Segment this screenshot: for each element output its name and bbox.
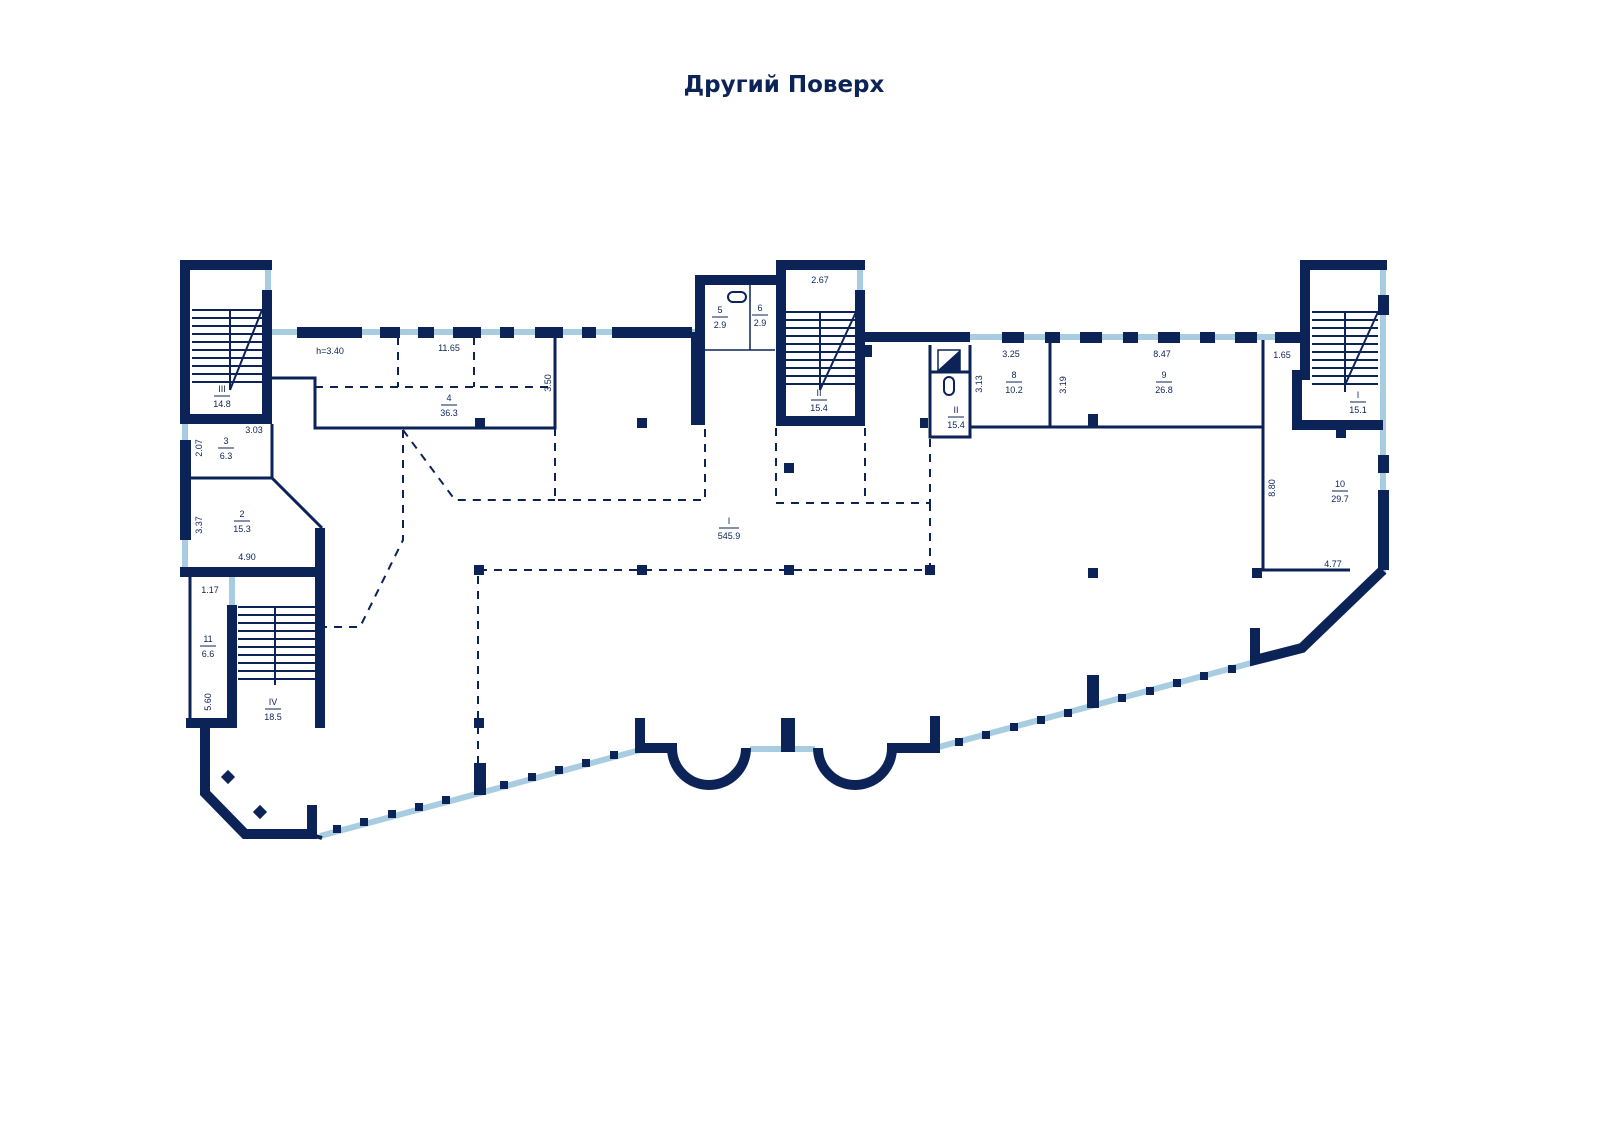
room-label-5: 52.9 xyxy=(712,305,728,330)
svg-text:18.5: 18.5 xyxy=(264,712,282,722)
svg-text:III: III xyxy=(218,384,226,394)
room-label-II-wc: II 15.4 xyxy=(947,405,965,430)
svg-text:8.47: 8.47 xyxy=(1153,349,1171,359)
svg-text:2.9: 2.9 xyxy=(754,318,767,328)
svg-text:10: 10 xyxy=(1335,479,1345,489)
svg-text:36.3: 36.3 xyxy=(440,408,458,418)
svg-text:II: II xyxy=(953,405,958,415)
room-label-IV: IV 18.5 xyxy=(264,697,282,722)
svg-text:6: 6 xyxy=(757,303,762,313)
svg-text:10.2: 10.2 xyxy=(1005,385,1023,395)
svg-text:15.4: 15.4 xyxy=(947,420,965,430)
dashed-partitions xyxy=(315,337,931,765)
svg-text:11: 11 xyxy=(203,634,212,644)
room-label-I-hall: I 545.9 xyxy=(718,516,741,541)
svg-text:IV: IV xyxy=(269,697,278,707)
svg-text:3.37: 3.37 xyxy=(194,516,204,534)
stair-II xyxy=(786,311,857,391)
svg-text:15.4: 15.4 xyxy=(810,403,828,413)
svg-text:4: 4 xyxy=(446,393,451,403)
room-label-10: 10 29.7 xyxy=(1331,479,1349,504)
room-label-11: 116.6 xyxy=(200,634,216,659)
room-label-I-stair: I 15.1 xyxy=(1349,390,1367,415)
svg-text:5: 5 xyxy=(717,305,722,315)
svg-text:2.07: 2.07 xyxy=(194,439,204,457)
svg-text:4.90: 4.90 xyxy=(238,552,256,562)
svg-text:15.1: 15.1 xyxy=(1349,405,1367,415)
svg-text:3.03: 3.03 xyxy=(245,425,263,435)
room-label-4: 436.3 xyxy=(440,393,458,418)
svg-text:1.65: 1.65 xyxy=(1273,350,1291,360)
svg-text:2.67: 2.67 xyxy=(811,275,829,285)
svg-text:6.6: 6.6 xyxy=(202,649,215,659)
stair-I xyxy=(1312,311,1379,392)
svg-text:8.80: 8.80 xyxy=(1267,479,1277,497)
svg-text:4.77: 4.77 xyxy=(1324,559,1342,569)
room-label-3: 36.3 xyxy=(218,436,234,461)
dimension-labels: h=3.40 11.65 3.50 3.03 2.07 3.37 4.90 1.… xyxy=(194,275,1342,711)
svg-text:2.9: 2.9 xyxy=(714,320,727,330)
svg-text:h=3.40: h=3.40 xyxy=(316,346,344,356)
svg-text:3: 3 xyxy=(223,436,228,446)
room-label-6: 62.9 xyxy=(752,303,768,328)
svg-text:2: 2 xyxy=(239,509,244,519)
svg-text:I: I xyxy=(1357,390,1360,400)
svg-text:3.50: 3.50 xyxy=(543,374,553,392)
svg-text:1.17: 1.17 xyxy=(201,585,219,595)
svg-text:I: I xyxy=(728,516,731,526)
stair-IV xyxy=(238,606,315,685)
svg-text:3.25: 3.25 xyxy=(1002,349,1020,359)
room-label-8: 810.2 xyxy=(1005,370,1023,395)
svg-text:5.60: 5.60 xyxy=(203,693,213,711)
svg-text:26.8: 26.8 xyxy=(1155,385,1173,395)
room-label-II-stair: II 15.4 xyxy=(810,388,828,413)
svg-text:29.7: 29.7 xyxy=(1331,494,1349,504)
room-label-2: 215.3 xyxy=(233,509,251,534)
walls xyxy=(180,260,1387,840)
diagonal-piers xyxy=(333,665,1236,833)
svg-text:II: II xyxy=(816,388,821,398)
stair-III xyxy=(192,309,263,391)
room-label-III: III 14.8 xyxy=(213,384,231,409)
floor-title: Другий Поверх xyxy=(683,72,885,98)
svg-text:14.8: 14.8 xyxy=(213,399,231,409)
room-label-9: 926.8 xyxy=(1155,370,1173,395)
svg-text:8: 8 xyxy=(1011,370,1016,380)
svg-text:9: 9 xyxy=(1161,370,1166,380)
svg-text:11.65: 11.65 xyxy=(438,343,460,353)
wall-piers xyxy=(180,295,1389,570)
svg-text:15.3: 15.3 xyxy=(233,524,251,534)
svg-text:3.13: 3.13 xyxy=(974,375,984,393)
svg-text:545.9: 545.9 xyxy=(718,531,741,541)
wc-fixtures xyxy=(727,291,961,396)
svg-text:3.19: 3.19 xyxy=(1058,376,1068,394)
svg-text:6.3: 6.3 xyxy=(220,451,233,461)
